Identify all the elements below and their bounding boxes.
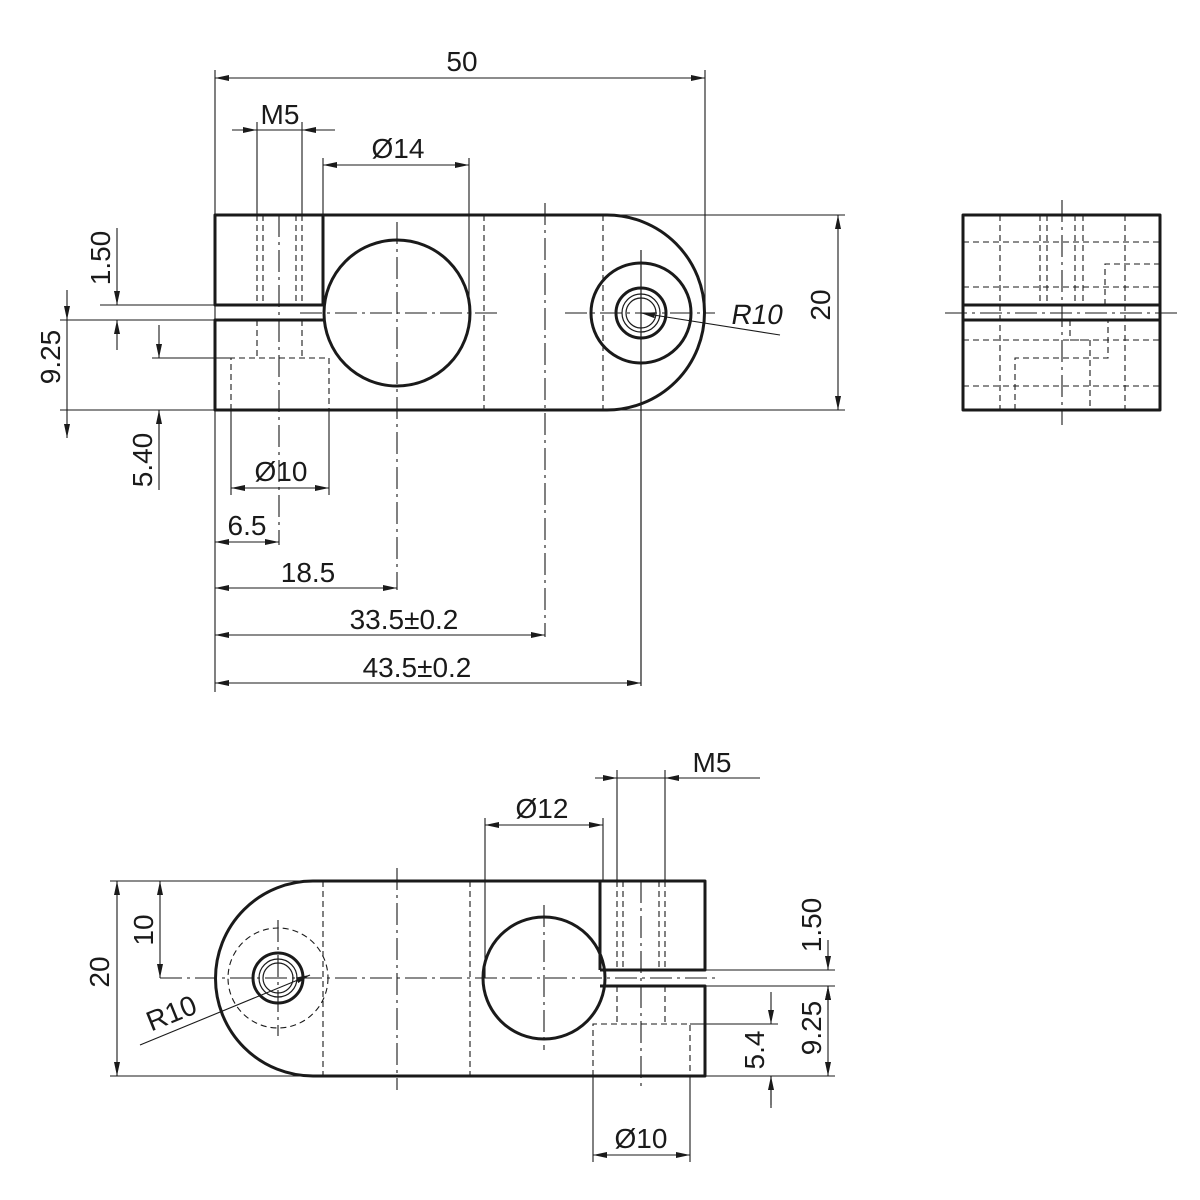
top-view-counterbore-hidden [230,357,330,410]
dim-text-d12: Ø12 [516,793,569,824]
dim-text-20-bottom: 20 [84,956,115,987]
dim-text-925: 9.25 [35,330,66,385]
dim-text-50: 50 [446,46,477,77]
dim-text-10-bottom: 10 [128,914,159,945]
top-view: 50 M5 Ø14 Ø10 6.5 18.5 33.5±0.2 43.5±0.2… [35,46,845,692]
dim-text-54-bottom: 5.4 [739,1031,770,1070]
side-view [945,200,1178,425]
side-view-hidden-line [1104,263,1160,305]
dim-text-20: 20 [805,289,836,320]
dim-text-d14: Ø14 [372,133,425,164]
dim-text-435: 43.5±0.2 [363,652,472,683]
dim-text-r10-bottom: R10 [142,989,201,1037]
dim-text-925-bottom: 9.25 [796,1001,827,1056]
dim-text-150-bottom: 1.50 [796,898,827,953]
dim-text-m5-bottom: M5 [693,747,732,778]
dim-text-185: 18.5 [281,557,336,588]
leader-r10-bottom [139,974,311,1046]
dim-text-335: 33.5±0.2 [350,604,459,635]
bottom-view: M5 Ø12 Ø10 20 10 R10 1.50 9.25 5.4 [84,747,835,1162]
leader-r10 [640,312,781,336]
side-view-hidden-line [1014,320,1109,410]
dim-text-m5: M5 [261,99,300,130]
dim-text-540: 5.40 [127,433,158,488]
dim-text-d10-bottom: Ø10 [615,1123,668,1154]
dim-text-r10: R10 [729,298,786,330]
side-view-hidden-line [1069,320,1091,410]
dim-text-d10: Ø10 [255,456,308,487]
dim-text-150: 1.50 [85,231,116,286]
dim-text-65: 6.5 [228,510,267,541]
